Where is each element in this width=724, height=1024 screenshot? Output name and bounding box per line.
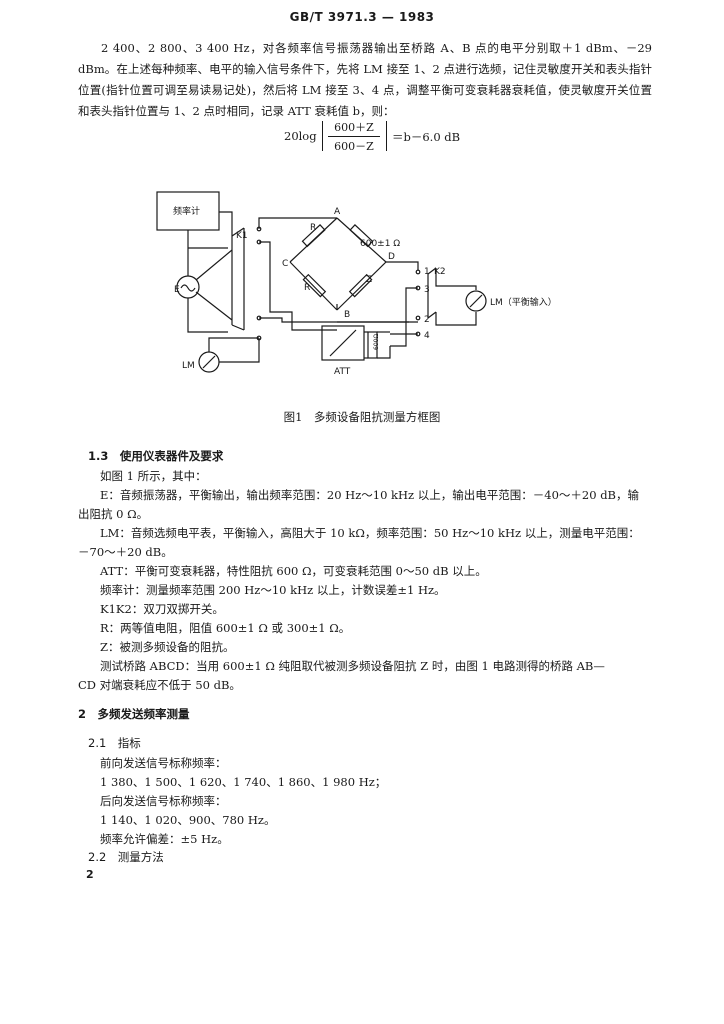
impedance-z [348, 273, 373, 298]
terminal-4: 4 [424, 331, 430, 341]
backward-freq-label: 后向发送信号标称频率： [100, 794, 227, 808]
node-b-label: B [344, 310, 350, 320]
section-2-heading: 2 多频发送频率测量 [78, 707, 190, 721]
item-frequency-meter: 频率计：测量频率范围 200 Hz～10 kHz 以上，计数误差±1 Hz。 [100, 583, 446, 597]
item-k-switch: K1K2：双刀双掷开关。 [100, 602, 224, 616]
terminal-2: 2 [424, 315, 430, 325]
formula-numerator: 600＋Z [328, 119, 380, 137]
page-number: 2 [86, 868, 94, 881]
k2-label: K2 [434, 267, 446, 277]
circuit-diagram: 频率计 K1 A C D B R 600±1 Ω R Z E LM ATT 60… [156, 191, 557, 377]
att-label: ATT [334, 367, 351, 377]
z-label: Z [366, 275, 372, 285]
lm-right-meter [465, 290, 487, 312]
item-bridge-line2: CD 对端衰耗应不低于 50 dB。 [78, 678, 241, 692]
terminal-1: 1 [424, 267, 430, 277]
terminal-3: 3 [424, 285, 430, 295]
r-upper-label: R [310, 223, 316, 233]
item-lm-line1: LM：音频选频电平表，平衡输入，高阻大于 10 kΩ，频率范围：50 Hz～10… [100, 526, 640, 540]
frequency-meter-label: 频率计 [173, 205, 200, 217]
r600-label: 600±1 Ω [360, 239, 400, 249]
formula-denominator: 600－Z [334, 140, 374, 153]
item-lm-line2: －70～＋20 dB。 [78, 545, 173, 559]
backward-freq-values: 1 140、1 020、900、780 Hz。 [100, 813, 276, 827]
frequency-tolerance: 频率允许偏差：±5 Hz。 [100, 832, 229, 846]
intro-paragraph: 2 400、2 800、3 400 Hz，对各频率信号振荡器输出至桥路 A、B … [78, 41, 652, 118]
item-att: ATT：平衡可变衰耗器，特性阻抗 600 Ω，可变衰耗范围 0～50 dB 以上… [100, 564, 487, 578]
figure-caption: 图1 多频设备阻抗测量方框图 [283, 410, 441, 424]
att-attenuator [321, 325, 365, 361]
k1-label: K1 [236, 231, 248, 241]
resistor-r-lower [302, 273, 327, 298]
page-header: GB/T 3971.3 — 1983 [289, 10, 435, 24]
lm-right-label: LM（平衡输入） [490, 296, 557, 308]
item-e-line2: 出阻抗 0 Ω。 [78, 507, 149, 521]
res600-label: 600Ω [373, 334, 380, 350]
section-2-2-heading: 2.2 测量方法 [88, 850, 164, 864]
node-d-label: D [388, 252, 395, 262]
node-a-label: A [334, 207, 341, 217]
resistor-r-upper [301, 224, 326, 248]
item-bridge-line1: 测试桥路 ABCD：当用 600±1 Ω 纯阻取代被测多频设备阻抗 Z 时，由图… [100, 659, 605, 673]
section-1-3-heading: 1.3 使用仪表器件及要求 [88, 449, 224, 463]
item-e-line1: E：音频振荡器，平衡输出，输出频率范围：20 Hz～10 kHz 以上，输出电平… [100, 488, 640, 502]
lm-left-label: LM [182, 361, 195, 371]
formula-suffix: ＝b－6.0 dB [392, 130, 461, 144]
formula-prefix: 20log [284, 129, 317, 143]
forward-freq-label: 前向发送信号标称频率： [100, 756, 227, 770]
formula-fraction: 600＋Z 600－Z [328, 119, 380, 154]
item-z: Z：被测多频设备的阻抗。 [100, 640, 235, 654]
section-2-1-heading: 2.1 指标 [88, 736, 141, 750]
node-c-label: C [282, 259, 288, 269]
section-1-3-intro: 如图 1 所示，其中： [100, 469, 207, 483]
forward-freq-values: 1 380、1 500、1 620、1 740、1 860、1 980 Hz； [100, 775, 387, 789]
r-lower-label: R [304, 283, 310, 293]
item-r: R：两等值电阻，阻值 600±1 Ω 或 300±1 Ω。 [100, 621, 351, 635]
att-600-resistor [367, 331, 378, 359]
abs-bar-left [322, 121, 323, 151]
abs-bar-right [386, 121, 387, 151]
e-label: E [174, 285, 180, 295]
resistor-600 [349, 224, 374, 248]
